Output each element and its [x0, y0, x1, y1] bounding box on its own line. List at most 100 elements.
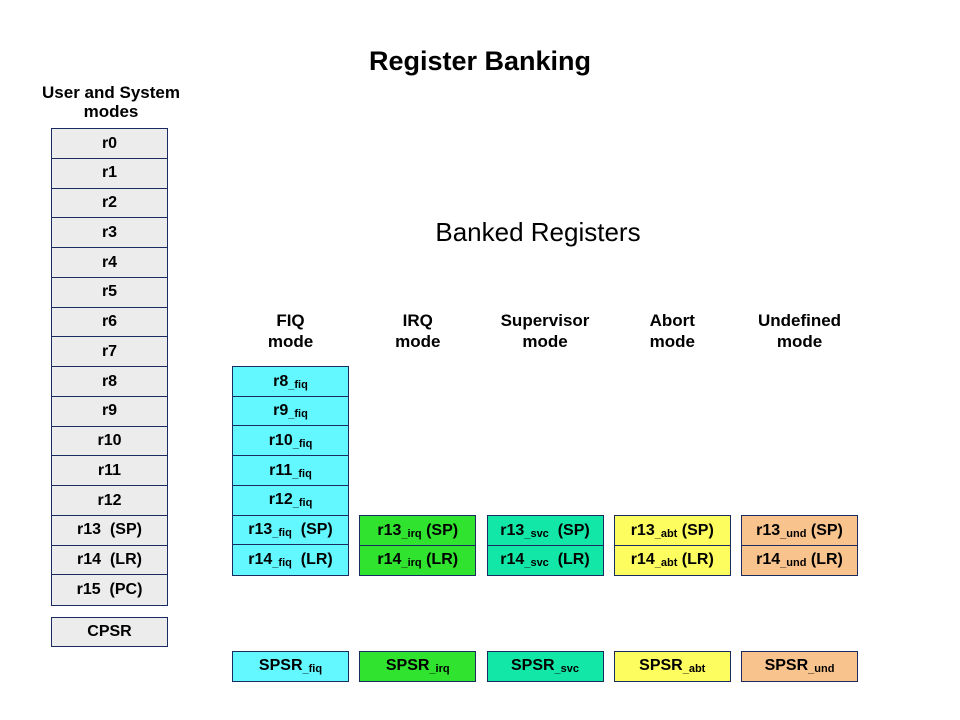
mode-header-line1: Undefined [757, 311, 842, 330]
banked-registers-heading: Banked Registers [435, 217, 641, 247]
register-name: r14 [500, 551, 525, 568]
register-label: r11_fiq [269, 462, 312, 480]
register-name: SPSR [510, 657, 555, 675]
register-label: r14_irq (LR) [377, 551, 458, 569]
spsr-box-abt: SPSR_abt [613, 651, 731, 682]
register-label: r14_fiq (LR) [248, 551, 332, 569]
register-label: r14_svc (LR) [500, 551, 589, 569]
user-register-box: r9 [51, 395, 168, 427]
register-alias: (SP) [677, 521, 714, 539]
banked-register-box: r13_svc (SP) [486, 515, 604, 546]
user-register-box: r12 [51, 485, 168, 517]
mode-header-irq: IRQ mode [359, 310, 476, 352]
register-label: SPSR_fiq [259, 657, 322, 675]
register-subscript: _fiq [292, 497, 313, 510]
register-subscript: _fiq [302, 663, 323, 676]
user-register-box: r8 [51, 366, 168, 398]
user-register-box: r15 (PC) [51, 574, 168, 606]
register-label: r9_fiq [273, 402, 308, 420]
mode-header-line2: mode [395, 332, 441, 351]
user-register-box: r7 [51, 336, 168, 368]
register-subscript: _irq [401, 527, 422, 540]
register-name: r13 [377, 521, 402, 539]
register-name: r8 [273, 372, 289, 390]
register-subscript: _und [780, 557, 807, 569]
register-name: r14 [248, 550, 273, 568]
banked-stack-svc: r13_svc (SP)r14_svc (LR) [486, 515, 604, 576]
register-alias: (SP) [806, 521, 843, 539]
banked-register-box: r14_abt (LR) [613, 544, 731, 576]
register-name: r11 [269, 461, 293, 479]
register-subscript: _abt [654, 527, 678, 540]
register-subscript: _abt [654, 557, 678, 569]
page-title: Register Banking [368, 46, 592, 76]
banked-register-box: r11_fiq [232, 455, 349, 487]
register-subscript: _fiq [292, 438, 313, 451]
register-subscript: _svc [524, 527, 549, 540]
user-register-box: r11 [51, 455, 168, 487]
banked-register-box: r10_fiq [232, 425, 349, 457]
user-system-modes-header-line1: User and System [42, 83, 180, 102]
register-subscript: _fiq [292, 467, 312, 480]
register-name: r13 [500, 521, 525, 539]
banked-register-box: r13_fiq (SP) [232, 514, 349, 546]
spsr-box-und: SPSR_und [741, 651, 858, 682]
register-name: SPSR [258, 657, 303, 675]
mode-header-line2: mode [267, 332, 314, 351]
register-alias: (SP) [291, 521, 333, 539]
register-label: SPSR_abt [639, 657, 705, 675]
register-alias: (SP) [548, 521, 590, 539]
register-subscript: _fiq [272, 556, 292, 569]
mode-header-line2: mode [522, 332, 568, 351]
register-label: r8_fiq [273, 373, 308, 391]
mode-header-line2: mode [649, 332, 695, 351]
mode-header-line1: FIQ [276, 311, 305, 330]
mode-header-line2: mode [776, 332, 823, 351]
spsr-box-irq: SPSR_irq [359, 651, 477, 682]
mode-header-line1: IRQ [402, 311, 433, 330]
banked-register-box: r12_fiq [232, 484, 349, 517]
register-subscript: _svc [554, 663, 580, 676]
banked-register-box: r13_und (SP) [741, 515, 858, 546]
register-name: r12 [268, 491, 293, 509]
register-name: SPSR [764, 657, 809, 675]
banked-register-box: r14_fiq (LR) [232, 544, 349, 576]
register-alias: (LR) [548, 551, 590, 568]
register-label: SPSR_irq [386, 657, 450, 675]
user-system-modes-header-line2: modes [83, 102, 139, 121]
mode-header-abt: Abort mode [614, 310, 731, 352]
register-name: r10 [268, 432, 293, 450]
user-register-box: r5 [51, 276, 168, 308]
register-subscript: _und [808, 663, 835, 676]
register-name: r13 [248, 521, 273, 539]
banked-stack-und: r13_und (SP)r14_und (LR) [741, 515, 858, 576]
mode-header-line1: Abort [649, 311, 695, 330]
user-register-box: r6 [51, 306, 168, 338]
register-label: r10_fiq [269, 432, 313, 450]
user-register-box: r2 [51, 187, 168, 219]
register-subscript: _abt [682, 663, 706, 676]
banked-register-box: r14_und (LR) [741, 544, 858, 576]
cpsr-label: CPSR [87, 623, 132, 640]
banked-register-box: r14_irq (LR) [359, 544, 477, 576]
register-alias: (SP) [421, 521, 459, 539]
register-label: r13_svc (SP) [500, 522, 589, 540]
register-name: SPSR [385, 657, 430, 675]
register-alias: (LR) [677, 551, 714, 568]
user-register-box: r10 [51, 425, 168, 457]
register-subscript: _fiq [288, 408, 308, 421]
register-subscript: _und [780, 527, 807, 540]
register-label: r13_abt (SP) [631, 522, 714, 540]
register-label: r14_und (LR) [756, 551, 843, 569]
user-register-box: r0 [51, 128, 168, 160]
register-name: r13 [756, 521, 781, 539]
banked-stack-irq: r13_irq (SP) r14_irq (LR) [359, 515, 477, 576]
register-label: SPSR_und [765, 657, 835, 675]
register-alias: (LR) [291, 550, 333, 568]
register-alias: (LR) [806, 551, 843, 568]
register-name: r9 [273, 402, 289, 420]
register-name: r14 [756, 551, 781, 568]
spsr-box-fiq: SPSR_fiq [232, 651, 349, 682]
